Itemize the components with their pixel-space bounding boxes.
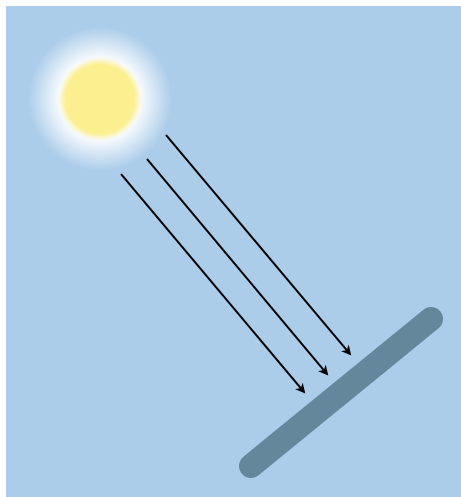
sun-icon	[28, 27, 172, 171]
sun-core	[58, 57, 142, 141]
